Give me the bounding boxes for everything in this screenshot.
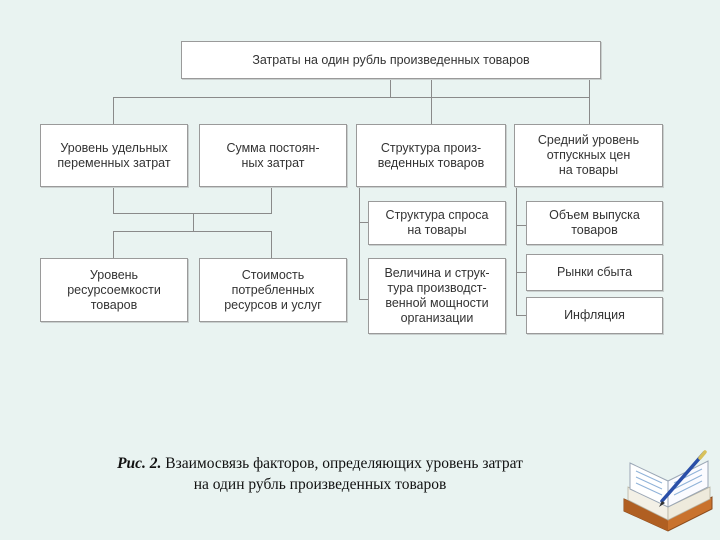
root-box: Затраты на один рубль произведенных това…: [181, 41, 601, 79]
box-demand-structure: Структура спроса на товары: [368, 201, 506, 245]
box-variable-costs-level: Уровень удельных переменных затрат: [40, 124, 188, 187]
caption-line-1: Взаимосвязь факторов, определяющих урове…: [161, 455, 523, 472]
box-inflation: Инфляция: [526, 297, 663, 334]
figure-label: Рис. 2.: [117, 455, 162, 472]
box-production-capacity: Величина и струк- тура производст- венно…: [368, 258, 506, 334]
box-product-structure: Структура произ- веденных товаров: [356, 124, 506, 187]
figure-caption: Рис. 2. Взаимосвязь факторов, определяющ…: [90, 453, 550, 495]
caption-line-2: на один рубль произведенных товаров: [193, 476, 447, 493]
box-fixed-costs-sum: Сумма постоян- ных затрат: [199, 124, 347, 187]
box-sales-markets: Рынки сбыта: [526, 254, 663, 291]
box-consumed-resources-cost: Стоимость потребленных ресурсов и услуг: [199, 258, 347, 322]
open-book-with-pen-icon: [623, 450, 713, 532]
box-average-price-level: Средний уровень отпускных цен на товары: [514, 124, 663, 187]
box-resource-intensity: Уровень ресурсоемкости товаров: [40, 258, 188, 322]
box-output-volume: Объем выпуска товаров: [526, 201, 663, 245]
